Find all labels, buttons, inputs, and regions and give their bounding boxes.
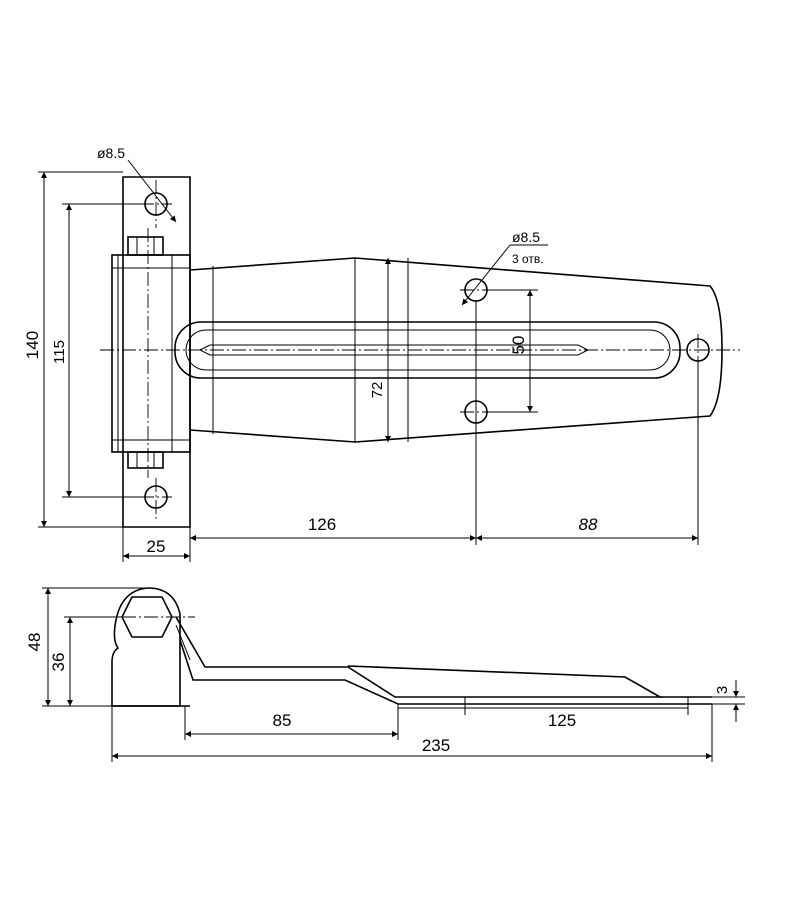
dim-88-label: 88 — [579, 515, 598, 534]
mounting-plate-outline — [122, 176, 191, 528]
pin-head-bottom — [127, 451, 164, 469]
dim-126-label: 126 — [308, 515, 336, 534]
dim-50-label: 50 — [509, 336, 528, 355]
strap-profile-top — [175, 616, 664, 698]
side-barrel-outline — [111, 587, 181, 707]
dim-3-label: 3 — [714, 686, 731, 694]
dim-25-label: 25 — [147, 537, 166, 556]
strap-rib-inner — [185, 329, 671, 371]
pin-head-top — [127, 236, 164, 256]
dim-48-label: 48 — [25, 633, 44, 652]
strap-profile-bottom — [179, 639, 712, 705]
dim-36-label: 36 — [49, 653, 68, 672]
top-view: 140 115 72 50 126 88 25 ø8.5 ø8.5 3 отв. — [23, 145, 740, 562]
hole-callout-left: ø8.5 — [97, 145, 125, 161]
side-view: 48 36 85 125 235 3 — [25, 587, 745, 762]
dim-72-label: 72 — [369, 382, 386, 399]
dim-85-label: 85 — [273, 711, 292, 730]
dim-115-label: 115 — [51, 340, 68, 364]
dim-140-label: 140 — [23, 331, 42, 359]
hole-count-note: 3 отв. — [512, 252, 544, 266]
hole-callout-right: ø8.5 — [512, 229, 540, 245]
dim-235-label: 235 — [422, 736, 450, 755]
dim-125-label: 125 — [548, 711, 576, 730]
